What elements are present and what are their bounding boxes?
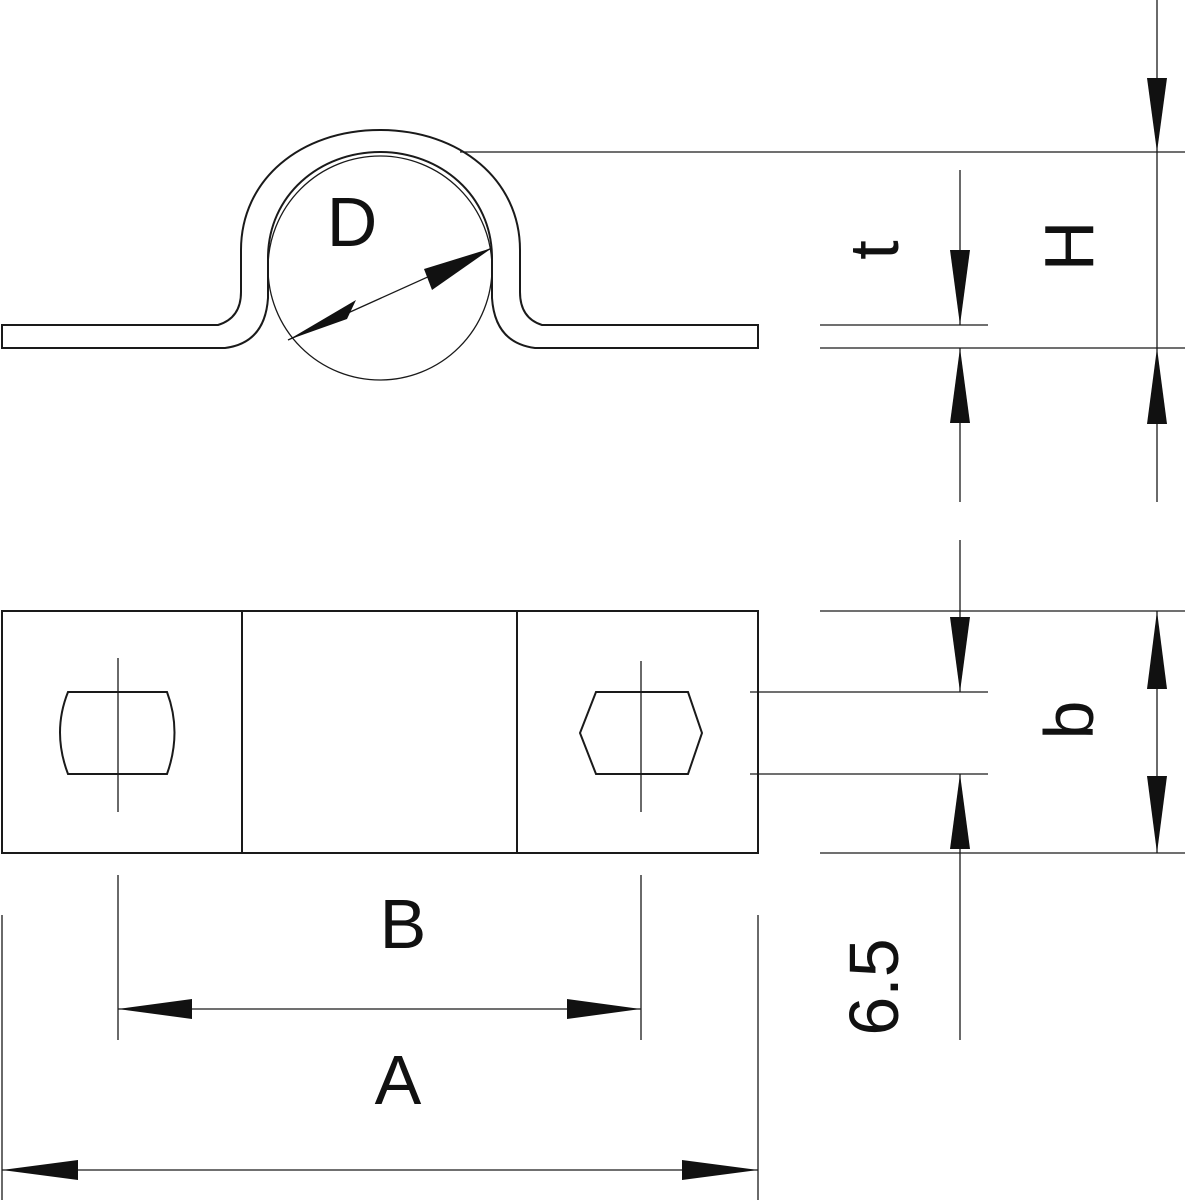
thickness-arrow-up xyxy=(950,348,970,423)
thickness-label: t xyxy=(835,240,913,259)
side-view: D xyxy=(1,128,759,381)
diameter-label: D xyxy=(327,183,378,261)
height-arrow-down xyxy=(1147,78,1167,152)
width-label: b xyxy=(1030,701,1108,740)
plate-outline xyxy=(1,610,759,854)
length-dimensions: B A xyxy=(1,875,759,1200)
diameter-arrow-lower xyxy=(288,300,356,340)
diameter-arrow-upper xyxy=(424,248,492,290)
hole-size-label: 6.5 xyxy=(835,938,913,1035)
width-arrow-upper xyxy=(1147,611,1167,689)
left-slot-hole xyxy=(59,691,176,775)
hole-arrow-down xyxy=(950,617,970,692)
length-arrow-right xyxy=(682,1160,758,1180)
height-label: H xyxy=(1030,221,1108,272)
height-arrow-up xyxy=(1147,348,1167,424)
thickness-arrow-down xyxy=(950,250,970,325)
top-view xyxy=(1,610,759,854)
height-dimensions: t H xyxy=(460,0,1185,502)
length-label: A xyxy=(375,1041,422,1119)
right-slot-hole xyxy=(578,691,704,775)
spacing-label: B xyxy=(380,885,427,963)
clip-outer-profile xyxy=(1,128,759,349)
tube-circle xyxy=(267,155,493,381)
hole-arrow-up xyxy=(950,774,970,849)
width-arrow-lower xyxy=(1147,776,1167,853)
spacing-arrow-right xyxy=(567,999,641,1019)
spacing-arrow-left xyxy=(118,999,192,1019)
width-dimensions: 6.5 b xyxy=(750,540,1185,1040)
length-arrow-left xyxy=(2,1160,78,1180)
